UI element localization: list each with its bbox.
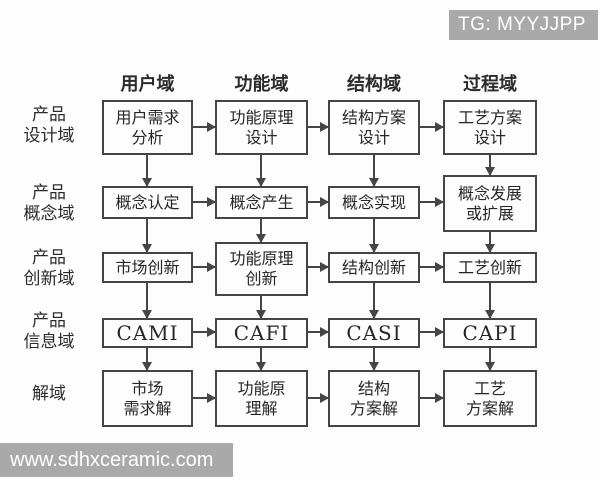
arrow-down-col2-gap4-icon	[256, 348, 266, 371]
box-function-principle-solution: 功能原 理解	[215, 370, 308, 427]
arrow-down-col2-gap2-icon	[256, 219, 266, 243]
row-label-product-design-domain: 产品 设计域	[23, 105, 75, 147]
box-process-scheme-design: 工艺方案 设计	[443, 100, 537, 155]
arrow-down-col1-gap4-icon	[142, 348, 152, 371]
box-market-requirement-solution: 市场 需求解	[102, 370, 193, 427]
arrow-right-row1-gap2-icon	[308, 122, 329, 132]
arrow-right-row5-gap2-icon	[308, 393, 329, 403]
arrow-down-col4-gap1-icon	[485, 155, 495, 176]
box-process-innovation: 工艺创新	[443, 252, 537, 283]
box-process-scheme-solution: 工艺 方案解	[443, 370, 537, 427]
box-concept-development-expansion: 概念发展 或扩展	[443, 175, 537, 232]
box-cami: CAMI	[102, 318, 193, 348]
box-function-principle-design: 功能原理 设计	[215, 100, 308, 155]
arrow-right-row5-gap1-icon	[193, 393, 216, 403]
arrow-right-row2-gap3-icon	[420, 197, 444, 207]
arrow-down-col3-gap2-icon	[369, 219, 379, 253]
arrow-down-col1-gap3-icon	[142, 283, 152, 319]
column-header-function-domain: 功能域	[234, 74, 289, 95]
arrow-right-row2-gap1-icon	[193, 197, 216, 207]
arrow-right-row3-gap1-icon	[193, 262, 216, 272]
box-concept-realization: 概念实现	[328, 186, 420, 219]
arrow-down-col4-gap2-icon	[485, 232, 495, 253]
row-label-product-innovation-domain: 产品 创新域	[23, 248, 75, 290]
box-market-innovation: 市场创新	[102, 252, 193, 283]
column-header-structure-domain: 结构域	[347, 74, 401, 95]
box-capi: CAPI	[443, 318, 537, 348]
box-structure-innovation: 结构创新	[328, 252, 420, 283]
box-structure-scheme-solution: 结构 方案解	[328, 370, 420, 427]
box-cafi: CAFI	[215, 318, 308, 348]
row-label-product-information-domain: 产品 信息域	[23, 311, 75, 353]
column-header-process-domain: 过程域	[463, 74, 517, 95]
arrow-down-col3-gap1-icon	[369, 155, 379, 187]
arrow-down-col3-gap3-icon	[369, 283, 379, 319]
arrow-right-row1-gap1-icon	[193, 122, 216, 132]
box-function-principle-innovation: 功能原理 创新	[215, 242, 308, 296]
arrow-down-col3-gap4-icon	[369, 348, 379, 371]
box-concept-generation: 概念产生	[215, 186, 308, 219]
arrow-right-row1-gap3-icon	[420, 122, 444, 132]
arrow-down-col4-gap4-icon	[485, 348, 495, 371]
arrow-right-row3-gap3-icon	[420, 262, 444, 272]
arrow-right-row2-gap2-icon	[308, 197, 329, 207]
row-label-solution-domain: 解域	[32, 384, 66, 404]
tag-badge: TG: MYYJJPP	[449, 10, 598, 40]
box-structure-scheme-design: 结构方案 设计	[328, 100, 420, 155]
arrow-right-row5-gap3-icon	[420, 393, 444, 403]
column-header-user-domain: 用户域	[120, 74, 175, 95]
arrow-down-col1-gap2-icon	[142, 219, 152, 253]
arrow-right-row4-gap2-icon	[308, 327, 329, 337]
website-watermark: www.sdhxceramic.com	[0, 443, 233, 477]
arrow-down-col1-gap1-icon	[142, 155, 152, 187]
arrow-down-col4-gap3-icon	[485, 283, 495, 319]
arrow-down-col2-gap3-icon	[256, 296, 266, 319]
box-user-requirement-analysis: 用户需求 分析	[102, 100, 193, 155]
arrow-right-row4-gap3-icon	[420, 327, 444, 337]
row-label-product-concept-domain: 产品 概念域	[23, 183, 75, 225]
arrow-right-row4-gap1-icon	[193, 327, 216, 337]
arrow-down-col2-gap1-icon	[256, 155, 266, 187]
box-concept-identification: 概念认定	[102, 186, 193, 219]
box-casi: CASI	[328, 318, 420, 348]
arrow-right-row3-gap2-icon	[308, 262, 329, 272]
